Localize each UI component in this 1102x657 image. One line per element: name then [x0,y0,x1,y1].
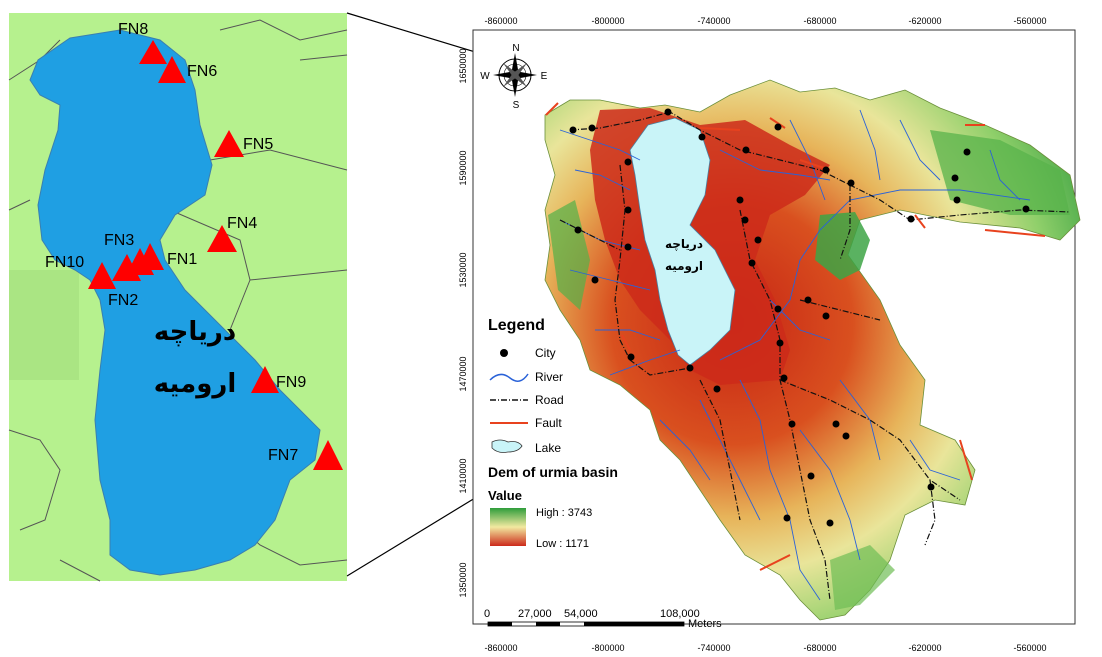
inset-lake-label: دریاچه ارومیه [154,317,237,399]
legend-river-icon [489,373,529,382]
main-map: -860000 -800000 -740000 -680000 -620000 … [458,16,1081,653]
x-tick-bottom-5: -620000 [908,643,941,653]
y-tick-4: 1470000 [458,356,468,391]
north-arrow-icon: N S E W [480,43,547,111]
station-marker-fn3 [112,254,141,281]
x-axis-top: -860000 -800000 -740000 -680000 -620000 … [484,16,1046,26]
scale-label-0: 0 [484,608,490,620]
y-tick-1: 1650000 [458,48,468,83]
inset-lake-label-line2: ارومیه [154,369,237,399]
inset-lake-label-line1: دریاچه [154,317,236,347]
main-lake-label-line1: دریاچه [665,237,703,251]
station-label-fn4: FN4 [227,215,257,232]
legend-lake-label: Lake [535,441,561,455]
station-label-fn7: FN7 [268,447,298,464]
station-label-fn6: FN6 [187,63,217,80]
dem-high-label: High : 3743 [536,507,592,519]
highland-sahand [815,212,870,280]
station-marker-fn8 [139,40,167,64]
scale-label-27000: 27,000 [518,608,552,620]
x-tick-top-4: -680000 [803,16,836,26]
scale-unit: Meters [688,618,722,630]
legend-title: Legend [488,317,545,334]
station-marker-fn5 [214,130,244,157]
y-tick-2: 1590000 [458,150,468,185]
cities [569,108,1030,527]
x-tick-top-3: -740000 [697,16,730,26]
y-tick-3: 1530000 [458,252,468,287]
x-tick-bottom-1: -860000 [484,643,517,653]
station-label-fn3: FN3 [104,232,134,249]
station-label-fn2: FN2 [108,292,138,309]
inset-map: دریاچه ارومیه FN8 FN6 FN5 FN4 FN3 FN1 FN… [8,13,348,582]
station-label-fn9: FN9 [276,374,306,391]
x-tick-bottom-3: -740000 [697,643,730,653]
scale-label-54000: 54,000 [564,608,598,620]
inset-stations: FN8 FN6 FN5 FN4 FN3 FN1 FN10 FN2 FN9 FN7 [45,21,343,470]
station-label-fn5: FN5 [243,136,273,153]
legend-city-label: City [535,346,556,360]
station-marker-fn6 [158,56,186,83]
station-marker-fn9 [251,366,279,393]
north-arrow-e: E [541,71,548,82]
highland-south [830,545,895,610]
main-lake-label-line2: ارومیه [665,259,703,274]
station-label-fn10: FN10 [45,254,84,271]
station-marker-fn10 [88,262,116,289]
inset-terrain-patch [9,270,79,380]
north-arrow-w: W [480,71,490,82]
inset-lake [29,29,321,576]
value-title: Value [488,488,522,503]
station-marker-fn4 [207,225,237,252]
x-tick-top-5: -620000 [908,16,941,26]
x-tick-top-6: -560000 [1013,16,1046,26]
north-arrow-s: S [513,100,520,111]
scale-bar: 0 27,000 54,000 108,000 Meters [484,608,722,630]
x-tick-top-2: -800000 [591,16,624,26]
legend-city-icon [500,349,508,357]
y-tick-5: 1410000 [458,458,468,493]
dem-title: Dem of urmia basin [488,464,618,480]
dem-color-ramp [490,508,526,546]
scale-label-108000: 108,000 [660,608,700,620]
legend-fault-label: Fault [535,416,562,430]
legend-lake-icon [491,439,523,453]
faults [545,102,1046,571]
legend: Legend City River Road Fault Lake Dem of… [488,317,618,550]
legend-river-label: River [535,370,563,384]
station-marker-fn7 [313,440,343,470]
x-tick-bottom-2: -800000 [591,643,624,653]
x-tick-bottom-6: -560000 [1013,643,1046,653]
dem-low-label: Low : 1171 [536,538,589,550]
y-axis-left: 1650000 1590000 1530000 1470000 1410000 … [458,48,468,597]
x-axis-bottom: -860000 -800000 -740000 -680000 -620000 … [484,643,1046,653]
y-tick-6: 1350000 [458,562,468,597]
main-lake-label: دریاچه ارومیه [665,237,703,274]
main-lake [629,117,736,366]
x-tick-top-1: -860000 [484,16,517,26]
station-label-fn1: FN1 [167,251,197,268]
legend-road-label: Road [535,393,564,407]
x-tick-bottom-4: -680000 [803,643,836,653]
north-arrow-n: N [512,43,519,54]
station-label-fn8: FN8 [118,21,148,38]
